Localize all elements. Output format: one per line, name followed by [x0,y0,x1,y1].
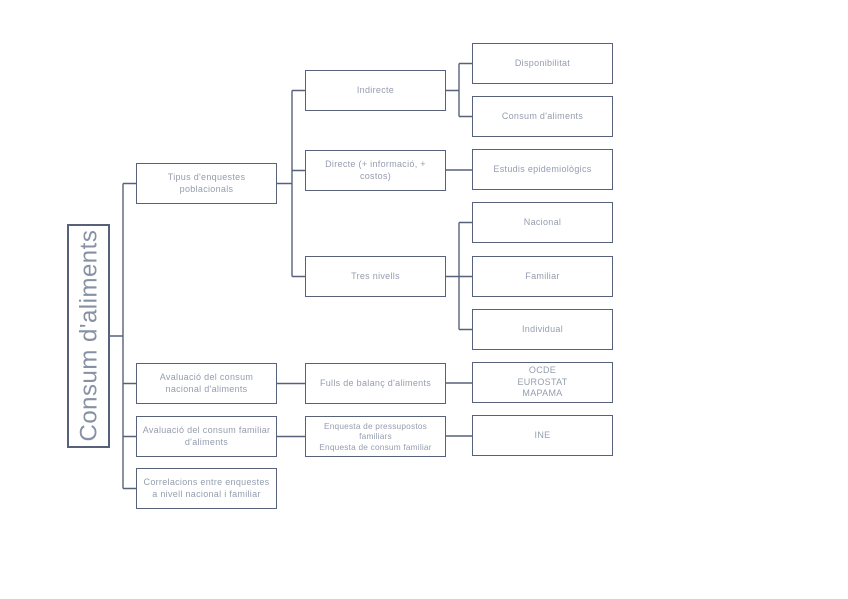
node-label-line: poblacionals [179,183,234,194]
node-label-line: Consum d'aliments [74,230,102,442]
connector-avaluacio-familiar-row [277,435,472,438]
node-indirecte: Indirecte [305,70,446,111]
node-label-line: Avaluació del consum familiar [142,424,271,435]
connector-tipus-to-level3 [277,89,305,278]
node-label-line: Indirecte [356,84,395,95]
node-label-line: Avaluació del consum [159,371,254,382]
connector-tres-nivells-to-children [446,221,472,331]
node-label-line: Correlacions entre enquestes [143,476,270,487]
node-label-line: INE [534,429,551,440]
node-label-line: familiars [359,431,392,442]
node-ocde-eurostat-mapama: OCDE EUROSTAT MAPAMA [472,362,613,403]
node-tres-nivells: Tres nivells [305,256,446,297]
connector-indirecte-to-children [446,62,472,118]
node-label-line: Fulls de balanç d'aliments [319,377,432,388]
node-label-line: nacional d'aliments [165,383,248,394]
node-label-line: Directe (+ informació, + [325,158,426,169]
node-label-line: Familiar [525,270,560,281]
node-directe: Directe (+ informació, + costos) [305,150,446,191]
node-tipus-enquestes: Tipus d'enquestes poblacionals [136,163,277,204]
node-estudis-epidemiologics: Estudis epidemiològics [472,149,613,190]
node-label-line: OCDE [528,364,557,375]
node-ine: INE [472,415,613,456]
node-label-line: Tres nivells [351,270,400,281]
node-label-line: Tipus d'enquestes [167,171,246,182]
node-consum-aliments: Consum d'aliments [472,96,613,137]
node-label-line: a nivell nacional i familiar [152,488,261,499]
node-familiar: Familiar [472,256,613,297]
node-enquesta-pressupostos: Enquesta de pressupostos familiars Enque… [305,416,446,457]
node-avaluacio-nacional: Avaluació del consum nacional d'aliments [136,363,277,404]
node-label-line: Enquesta de pressupostos [323,420,428,431]
node-label-line: Individual [521,323,564,334]
node-label-line: Consum d'aliments [501,110,584,121]
node-individual: Individual [472,309,613,350]
node-label-line: MAPAMA [522,388,563,399]
node-label-line: Estudis epidemiològics [493,163,592,174]
connector-root-to-level2 [110,182,136,490]
node-disponibilitat: Disponibilitat [472,43,613,84]
node-correlacions: Correlacions entre enquestes a nivell na… [136,468,277,509]
node-label-line: Disponibilitat [514,57,571,68]
connector-avaluacio-nacional-row [277,382,472,385]
node-nacional: Nacional [472,202,613,243]
node-label-line: EUROSTAT [517,376,568,387]
node-fulls-balanc: Fulls de balanç d'aliments [305,363,446,404]
node-label-line: Nacional [523,216,562,227]
node-avaluacio-familiar: Avaluació del consum familiar d'aliments [136,416,277,457]
node-label-line: Enquesta de consum familiar [319,441,432,452]
node-label-line: d'aliments [184,436,229,447]
node-label-line: costos) [359,170,392,181]
node-root-consum-aliments: Consum d'aliments [67,224,110,448]
